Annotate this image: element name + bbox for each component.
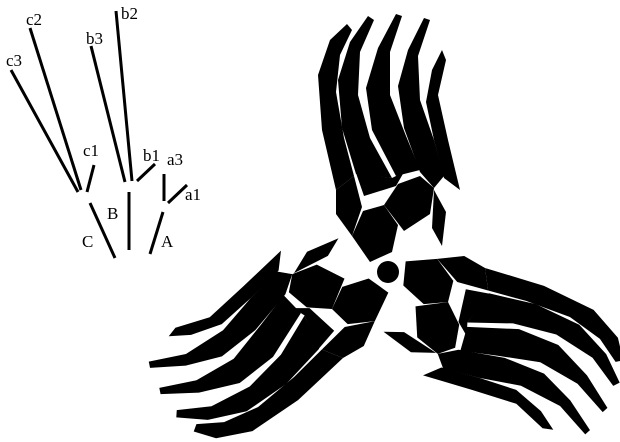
label-b2: b2	[121, 4, 138, 23]
label-c2: c2	[26, 10, 42, 29]
label-a1: a1	[185, 185, 201, 204]
basal-plate	[432, 190, 446, 246]
label-B: B	[107, 204, 118, 223]
line-c3	[11, 70, 78, 192]
arm-rotated-120	[361, 216, 620, 442]
label-c1: c1	[83, 141, 99, 160]
label-A: A	[161, 232, 174, 251]
label-C: C	[82, 232, 93, 251]
branch-schematic: c2 b2 b3 c3 c1 b1 a3 a1 B C A	[6, 4, 201, 258]
label-c3: c3	[6, 51, 22, 70]
label-b1: b1	[143, 146, 160, 165]
line-c1	[87, 165, 94, 192]
central-disc	[377, 261, 399, 283]
line-c2	[30, 28, 81, 190]
line-b1	[137, 164, 155, 181]
label-a3: a3	[167, 150, 183, 169]
label-b3: b3	[86, 29, 103, 48]
arm	[318, 14, 460, 262]
triradiate-silhouette	[129, 14, 620, 442]
